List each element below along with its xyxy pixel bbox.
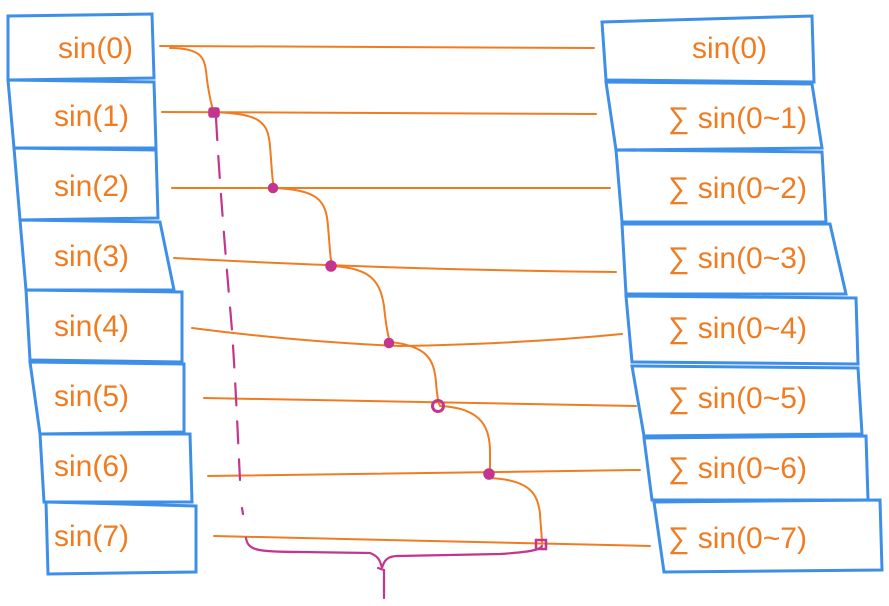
right-label-4: ∑ sin(0~4) xyxy=(668,312,807,345)
right-label-1: ∑ sin(0~1) xyxy=(668,102,807,135)
right-label-7: ∑ sin(0~7) xyxy=(668,522,807,555)
bottom-brace xyxy=(244,536,544,569)
right-cell-7-box xyxy=(652,498,884,574)
horizontal-wires xyxy=(159,45,651,547)
right-cell-1-box xyxy=(604,80,824,152)
left-cell-3-box xyxy=(18,218,176,292)
right-column xyxy=(600,14,884,574)
dashed-guide xyxy=(214,116,242,482)
left-label-6: sin(6) xyxy=(54,450,129,483)
right-cell-3-box xyxy=(620,222,848,296)
carry-5-6 xyxy=(439,405,491,475)
right-labels: sin(0) ∑ sin(0~1) ∑ sin(0~2) ∑ sin(0~3) … xyxy=(668,32,807,555)
right-label-2: ∑ sin(0~2) xyxy=(668,172,807,205)
wire-4 xyxy=(191,327,623,348)
left-cell-4-box xyxy=(24,288,184,364)
left-label-3: sin(3) xyxy=(54,240,129,273)
right-label-3: ∑ sin(0~3) xyxy=(668,242,807,275)
junction-dot-1 xyxy=(208,107,220,118)
left-column xyxy=(6,12,198,576)
carry-6-7 xyxy=(489,477,543,545)
junction-dot-3 xyxy=(325,260,337,272)
left-label-5: sin(5) xyxy=(54,380,129,413)
junction-dot-6 xyxy=(483,468,495,480)
right-cell-0-box xyxy=(600,14,816,84)
left-label-0: sin(0) xyxy=(58,32,133,65)
brace-tail xyxy=(376,566,386,600)
left-cell-7-box xyxy=(44,500,198,576)
carry-3-4 xyxy=(331,265,391,343)
magenta-guides xyxy=(214,116,544,600)
junction-dots xyxy=(208,107,548,551)
wire-1 xyxy=(161,111,597,115)
right-cell-2-box xyxy=(614,148,828,224)
carry-2-3 xyxy=(273,187,333,267)
right-label-5: ∑ sin(0~5) xyxy=(668,382,807,415)
guide-dot xyxy=(240,506,245,516)
wire-3 xyxy=(173,257,617,273)
junction-dot-5 xyxy=(431,399,445,413)
wire-0 xyxy=(159,45,595,49)
left-cell-5-box xyxy=(28,360,186,436)
carry-4-5 xyxy=(389,341,441,407)
carry-0-1 xyxy=(169,47,215,113)
left-cell-1-box xyxy=(6,78,158,150)
right-cell-4-box xyxy=(624,294,860,366)
junction-dot-2 xyxy=(267,182,279,194)
left-cell-6-box xyxy=(38,432,194,504)
right-cell-5-box xyxy=(630,364,864,438)
left-labels: sin(0) sin(1) sin(2) sin(3) sin(4) sin(5… xyxy=(54,32,133,553)
junction-dot-4 xyxy=(383,337,395,349)
right-label-0: sin(0) xyxy=(692,32,767,65)
wire-6 xyxy=(207,469,641,477)
wire-5 xyxy=(203,397,637,407)
carry-1-2 xyxy=(213,111,275,189)
right-label-6: ∑ sin(0~6) xyxy=(668,452,807,485)
junction-dot-7 xyxy=(534,538,548,551)
wire-7 xyxy=(213,535,651,547)
left-label-7: sin(7) xyxy=(54,520,129,553)
left-label-4: sin(4) xyxy=(54,310,129,343)
left-label-2: sin(2) xyxy=(54,170,129,203)
left-cell-2-box xyxy=(12,146,160,222)
left-cell-0-box xyxy=(6,12,156,82)
left-label-1: sin(1) xyxy=(54,100,129,133)
